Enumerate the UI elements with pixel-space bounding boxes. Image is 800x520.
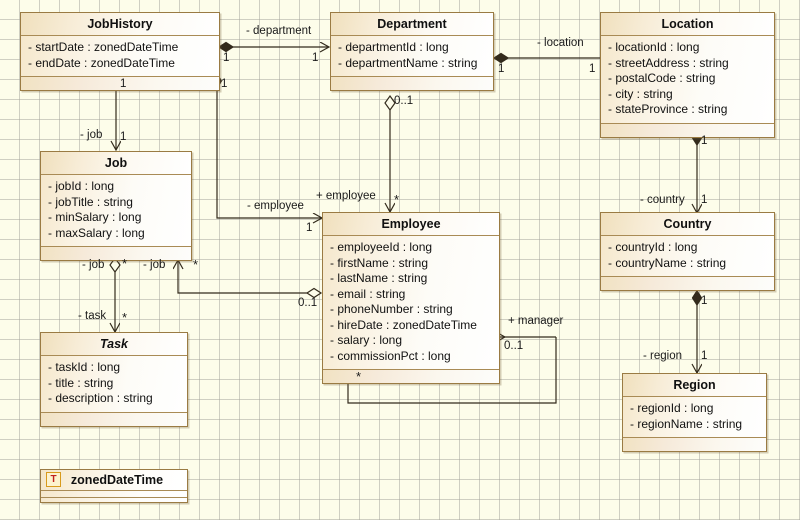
datatype-section-1 xyxy=(41,491,187,498)
class-box-employee[interactable]: Employee - employeeId : long - firstName… xyxy=(322,212,500,385)
class-box-jobhistory[interactable]: JobHistory - startDate : zonedDateTime -… xyxy=(20,12,220,92)
multiplicity-jobhistory-job-target: 1 xyxy=(120,131,127,143)
edge-label-country: - country xyxy=(640,194,685,206)
multiplicity-jobhistory-department-target: 1 xyxy=(312,52,319,64)
multiplicity-jobhistory-employee-source: 1 xyxy=(221,78,228,90)
multiplicity-country-region-target: 1 xyxy=(701,350,708,362)
multiplicity-department-location-source: 1 xyxy=(498,63,505,75)
datatype-t-icon: T xyxy=(46,472,61,487)
class-operations xyxy=(41,412,187,426)
attribute: - hireDate : zonedDateTime xyxy=(330,317,477,332)
attribute: - city : string xyxy=(608,86,673,101)
multiplicity-location-country-target: 1 xyxy=(701,194,708,206)
class-operations xyxy=(331,77,493,91)
datatype-section-2 xyxy=(41,498,187,502)
multiplicity-employee-job-target: * xyxy=(193,257,199,272)
attribute: - lastName : string xyxy=(330,271,428,286)
edge-label-task: - task xyxy=(78,310,107,322)
class-title: Location xyxy=(601,13,774,37)
attribute: - title : string xyxy=(48,375,114,390)
class-attributes: - departmentId : long - departmentName :… xyxy=(331,36,493,78)
edge-label-job-to-task: - job xyxy=(82,259,105,271)
attribute: - employeeId : long xyxy=(330,240,433,255)
class-title: Employee xyxy=(323,213,499,237)
class-box-location[interactable]: Location - locationId : long - streetAdd… xyxy=(600,12,775,138)
multiplicity-job-task-source: * xyxy=(122,256,128,271)
class-title: Department xyxy=(331,13,493,37)
class-box-task[interactable]: Task - taskId : long - title : string - … xyxy=(40,332,188,427)
attribute: - minSalary : long xyxy=(48,210,142,225)
datatype-box-zoneddatetime[interactable]: T zonedDateTime xyxy=(40,469,188,503)
datatype-name: zonedDateTime xyxy=(70,472,164,487)
class-attributes: - countryId : long - countryName : strin… xyxy=(601,236,774,278)
attribute: - salary : long xyxy=(330,333,403,348)
class-box-department[interactable]: Department - departmentId : long - depar… xyxy=(330,12,494,92)
attribute: - departmentId : long xyxy=(338,40,449,55)
attribute: - maxSalary : long xyxy=(48,225,145,240)
class-attributes: - regionId : long - regionName : string xyxy=(623,397,766,439)
class-box-region[interactable]: Region - regionId : long - regionName : … xyxy=(622,373,767,453)
attribute: - regionName : string xyxy=(630,416,743,431)
multiplicity-jobhistory-department-source: 1 xyxy=(223,52,230,64)
class-title: Task xyxy=(41,333,187,357)
edge-label-department: - department xyxy=(246,25,312,37)
multiplicity-employee-manager-source: * xyxy=(356,369,362,384)
multiplicity-department-employee-source: 0..1 xyxy=(394,95,414,107)
class-operations xyxy=(623,438,766,452)
edge-label-employee-from-jobhistory: - employee xyxy=(247,200,304,212)
attribute: - countryId : long xyxy=(608,240,698,255)
attribute: - startDate : zonedDateTime xyxy=(28,40,179,55)
attribute: - departmentName : string xyxy=(338,55,478,70)
attribute: - commissionPct : long xyxy=(330,348,451,363)
edge-label-job-from-jobhistory: - job xyxy=(80,129,103,141)
multiplicity-country-region-source: 1 xyxy=(701,295,708,307)
class-box-job[interactable]: Job - jobId : long - jobTitle : string -… xyxy=(40,151,192,262)
multiplicity-job-task-target: * xyxy=(122,310,128,325)
attribute: - firstName : string xyxy=(330,255,429,270)
edge-label-region: - region xyxy=(643,350,682,362)
class-box-country[interactable]: Country - countryId : long - countryName… xyxy=(600,212,775,292)
attribute: - streetAddress : string xyxy=(608,55,729,70)
attribute: - regionId : long xyxy=(630,401,714,416)
attribute: - taskId : long xyxy=(48,360,121,375)
datatype-header: T zonedDateTime xyxy=(41,470,187,491)
class-attributes: - employeeId : long - firstName : string… xyxy=(323,236,499,371)
multiplicity-department-location-target: 1 xyxy=(589,63,596,75)
multiplicity-jobhistory-job-source: 1 xyxy=(120,78,127,90)
attribute: - endDate : zonedDateTime xyxy=(28,55,175,70)
edge-label-location: - location xyxy=(537,37,584,49)
class-attributes: - locationId : long - streetAddress : st… xyxy=(601,36,774,124)
class-operations xyxy=(601,123,774,137)
edge-label-job-from-employee: - job xyxy=(143,259,166,271)
edge-label-manager: + manager xyxy=(508,315,564,327)
class-operations xyxy=(323,370,499,384)
multiplicity-department-employee-target: * xyxy=(394,192,400,207)
class-title: Region xyxy=(623,374,766,398)
attribute: - postalCode : string xyxy=(608,71,716,86)
class-attributes: - startDate : zonedDateTime - endDate : … xyxy=(21,36,219,78)
multiplicity-employee-manager-target: 0..1 xyxy=(504,340,524,352)
attribute: - phoneNumber : string xyxy=(330,302,453,317)
edge-label-employee-from-department: + employee xyxy=(316,190,376,202)
class-operations xyxy=(601,277,774,291)
multiplicity-employee-job-source: 0..1 xyxy=(298,297,318,309)
class-title: Job xyxy=(41,152,191,176)
class-title: JobHistory xyxy=(21,13,219,37)
attribute: - jobId : long xyxy=(48,179,115,194)
edge-jobhistory-employee xyxy=(216,88,322,218)
class-attributes: - jobId : long - jobTitle : string - min… xyxy=(41,175,191,248)
attribute: - countryName : string xyxy=(608,255,727,270)
attribute: - locationId : long xyxy=(608,40,700,55)
attribute: - stateProvince : string xyxy=(608,102,728,117)
class-title: Country xyxy=(601,213,774,237)
attribute: - jobTitle : string xyxy=(48,194,133,209)
attribute: - email : string xyxy=(330,286,406,301)
class-operations xyxy=(41,247,191,261)
multiplicity-location-country-source: 1 xyxy=(701,135,708,147)
class-attributes: - taskId : long - title : string - descr… xyxy=(41,356,187,413)
attribute: - description : string xyxy=(48,391,153,406)
multiplicity-jobhistory-employee-target: 1 xyxy=(306,222,313,234)
